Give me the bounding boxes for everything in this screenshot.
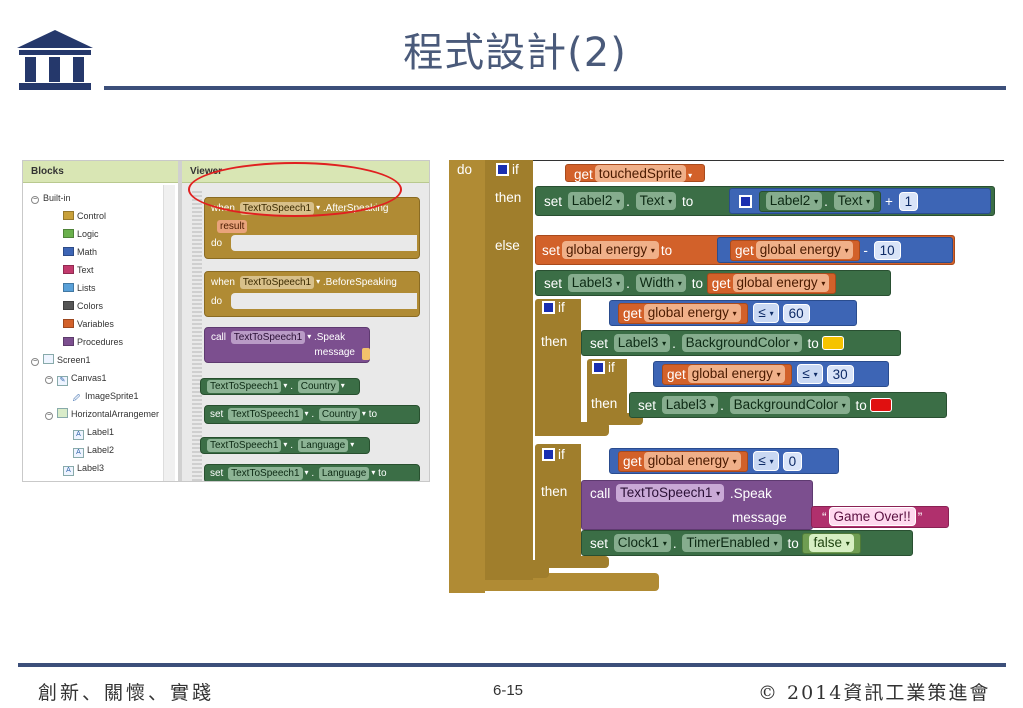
country-setter-block[interactable]: set TextToSpeech1▾ . Country▾ to <box>204 405 420 424</box>
blocks-tree: −Built-in Control Logic Math Text Lists … <box>23 189 168 477</box>
top-crop-line <box>449 160 1004 161</box>
tree-item-text[interactable]: Text <box>23 261 168 279</box>
collapse-icon[interactable]: − <box>31 358 39 366</box>
label-icon: A <box>73 430 84 440</box>
collapse-icon[interactable]: − <box>45 412 53 420</box>
colors-swatch-icon <box>63 301 74 310</box>
footer-motto: 創新、關懷、實踐 <box>38 682 215 704</box>
language-getter-block[interactable]: TextToSpeech1▾ . Language▾ <box>200 437 370 454</box>
do-label: do <box>457 162 473 177</box>
sprite-icon: 🖉 <box>72 395 81 402</box>
else-label: else <box>495 238 520 253</box>
blocks-scrollbar[interactable] <box>163 185 175 481</box>
lists-swatch-icon <box>63 283 74 292</box>
blocks-panel-header: Blocks <box>23 161 178 183</box>
tree-item-imagesprite1[interactable]: 🖉ImageSprite1 <box>23 387 168 405</box>
blocks-editor-screenshot: Blocks −Built-in Control Logic Math Text… <box>22 160 430 482</box>
mutator-icon[interactable] <box>542 448 555 461</box>
call-speak-game-over-block[interactable]: call TextToSpeech1 ▾ .Speak message <box>581 480 813 530</box>
arrangement-icon <box>57 408 68 418</box>
mutator-icon[interactable] <box>542 301 555 314</box>
set-label3-bg-red-block[interactable]: set Label3 ▾. BackgroundColor ▾ to <box>629 392 947 418</box>
tree-item-horizontalarrangement[interactable]: −HorizontalArrangemer <box>45 408 160 420</box>
if-else-rail <box>485 160 533 580</box>
institute-logo-icon <box>17 30 93 90</box>
page-number: 6-15 <box>493 682 524 699</box>
tree-item-screen1[interactable]: −Screen1 <box>31 354 91 366</box>
viewer-drawer-edge <box>192 191 202 481</box>
canvas-icon: ✎ <box>57 376 68 386</box>
tree-item-variables[interactable]: Variables <box>23 315 168 333</box>
tree-item-logic[interactable]: Logic <box>23 225 168 243</box>
if-60-footer <box>535 422 609 436</box>
if-0-rail <box>535 444 581 568</box>
header-divider <box>104 86 1006 90</box>
set-clock-timer-block[interactable]: set Clock1 ▾. TimerEnabled ▾ to false ▾ <box>581 530 913 556</box>
if-else-footer <box>485 560 549 578</box>
tree-item-lists[interactable]: Lists <box>23 279 168 297</box>
mutator-icon[interactable] <box>496 163 509 176</box>
country-getter-block[interactable]: TextToSpeech1▾ . Country▾ <box>200 378 360 395</box>
blocks-panel: Blocks −Built-in Control Logic Math Text… <box>23 161 178 481</box>
footer-divider <box>18 663 1006 667</box>
tree-item-procedures[interactable]: Procedures <box>23 333 168 351</box>
copyright: © 2014資訊工業策進會 <box>758 682 991 704</box>
mutator-icon[interactable] <box>592 361 605 374</box>
tree-item-canvas1[interactable]: −✎Canvas1 <box>45 373 107 386</box>
screen-icon <box>43 354 54 364</box>
math-swatch-icon <box>63 247 74 256</box>
tree-item-control[interactable]: Control <box>23 207 168 225</box>
before-speaking-event-block[interactable]: when TextToSpeech1▾ .BeforeSpeaking do <box>204 271 420 317</box>
mutator-icon[interactable] <box>739 195 752 208</box>
text-swatch-icon <box>63 265 74 274</box>
red-color-swatch[interactable] <box>869 398 892 412</box>
label-icon: A <box>63 466 74 476</box>
then-label: then <box>541 334 568 349</box>
call-speak-block[interactable]: call TextToSpeech1▾ .Speak message <box>204 327 370 363</box>
logic-swatch-icon <box>63 229 74 238</box>
yellow-color-swatch[interactable] <box>821 336 844 350</box>
collapse-icon[interactable]: − <box>31 196 39 204</box>
then-label: then <box>541 484 568 499</box>
if-60-rail <box>535 299 581 435</box>
event-do-rail <box>449 160 485 593</box>
add-block[interactable]: Label2 ▾. Text ▾ + 1 <box>729 188 991 214</box>
tree-item-colors[interactable]: Colors <box>23 297 168 315</box>
tree-item-built-in[interactable]: −Built-in <box>31 193 71 204</box>
procedures-swatch-icon <box>63 337 74 346</box>
then-label: then <box>495 190 522 205</box>
highlight-ellipse <box>188 162 402 217</box>
if-0-footer <box>535 556 609 568</box>
variables-swatch-icon <box>63 319 74 328</box>
control-swatch-icon <box>63 211 74 220</box>
collapse-icon[interactable]: − <box>45 376 53 384</box>
label-icon: A <box>73 448 84 458</box>
event-footer <box>449 573 659 591</box>
language-setter-block[interactable]: set TextToSpeech1▾ . Language▾ to <box>204 464 420 481</box>
tree-item-math[interactable]: Math <box>23 243 168 261</box>
then-label: then <box>591 396 618 411</box>
slide-title: 程式設計(2) <box>403 30 627 76</box>
set-label3-bg-yellow-block[interactable]: set Label3 ▾. BackgroundColor ▾ to <box>581 330 901 356</box>
game-over-text-block[interactable]: “Game Over!!” <box>811 506 949 528</box>
